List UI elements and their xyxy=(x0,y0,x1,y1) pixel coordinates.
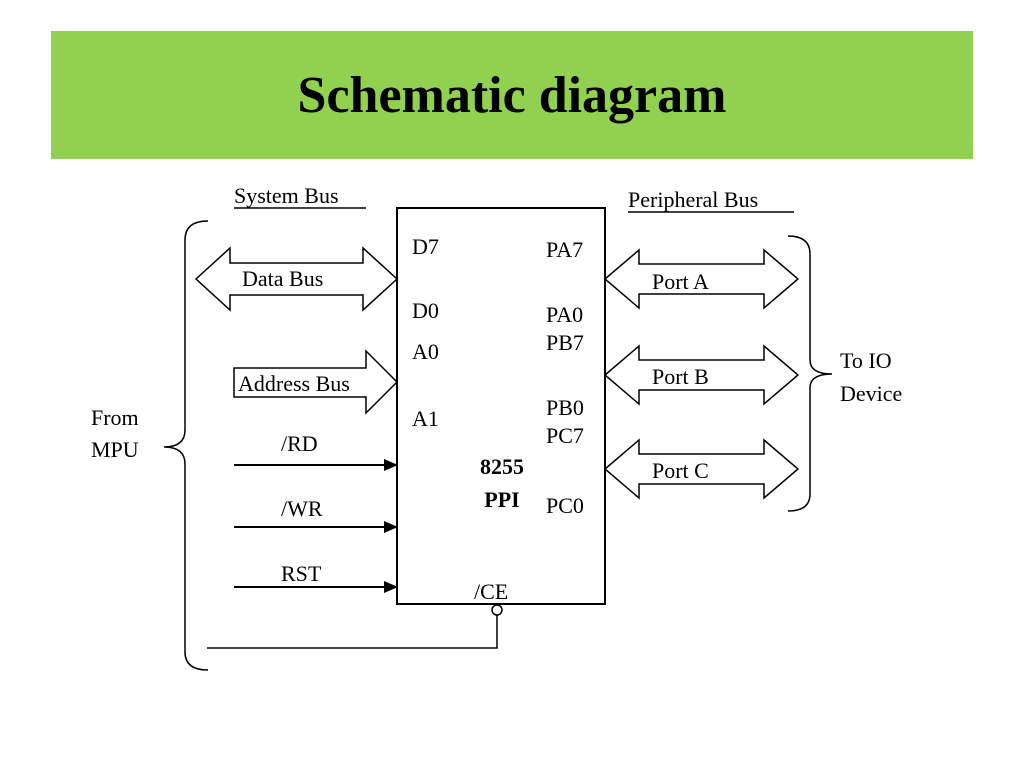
pin-d7: D7 xyxy=(412,234,439,259)
pin-ce: /CE xyxy=(474,579,508,604)
pin-pa7: PA7 xyxy=(546,237,583,262)
pin-a0: A0 xyxy=(412,339,439,364)
wr-label: /WR xyxy=(281,496,323,521)
rd-label: /RD xyxy=(281,431,318,456)
pin-d0: D0 xyxy=(412,298,439,323)
port-c-arrow xyxy=(603,438,800,500)
title-banner: Schematic diagram xyxy=(51,31,973,159)
ce-line xyxy=(207,615,498,649)
from-mpu-label-2: MPU xyxy=(91,437,139,462)
pin-a1: A1 xyxy=(412,406,439,431)
chip-8255-box xyxy=(396,207,606,605)
to-io-label-1: To IO xyxy=(840,348,892,373)
peripheral-bus-heading: Peripheral Bus xyxy=(628,187,758,212)
pin-pa0: PA0 xyxy=(546,302,583,327)
to-io-label-2: Device xyxy=(840,381,902,406)
rst-label: RST xyxy=(281,561,322,586)
from-mpu-label-1: From xyxy=(91,405,139,430)
pin-pc7: PC7 xyxy=(546,423,584,448)
slide-title: Schematic diagram xyxy=(297,66,727,124)
address-bus-label: Address Bus xyxy=(238,371,350,396)
ce-bubble xyxy=(491,604,503,616)
port-a-arrow xyxy=(603,248,800,310)
port-b-label: Port B xyxy=(652,364,709,389)
port-c-label: Port C xyxy=(652,458,709,483)
pin-pc0: PC0 xyxy=(546,493,584,518)
from-mpu-brace xyxy=(163,220,209,671)
pin-pb0: PB0 xyxy=(546,395,584,420)
port-b-arrow xyxy=(603,344,800,406)
chip-name: 8255 xyxy=(480,454,524,479)
chip-type: PPI xyxy=(484,487,519,512)
data-bus-arrow xyxy=(194,246,399,312)
to-io-brace xyxy=(787,235,833,512)
address-bus-arrow xyxy=(233,349,399,415)
data-bus-label: Data Bus xyxy=(242,266,323,291)
system-bus-heading: System Bus xyxy=(234,183,339,208)
pin-pb7: PB7 xyxy=(546,330,584,355)
port-a-label: Port A xyxy=(652,269,709,294)
